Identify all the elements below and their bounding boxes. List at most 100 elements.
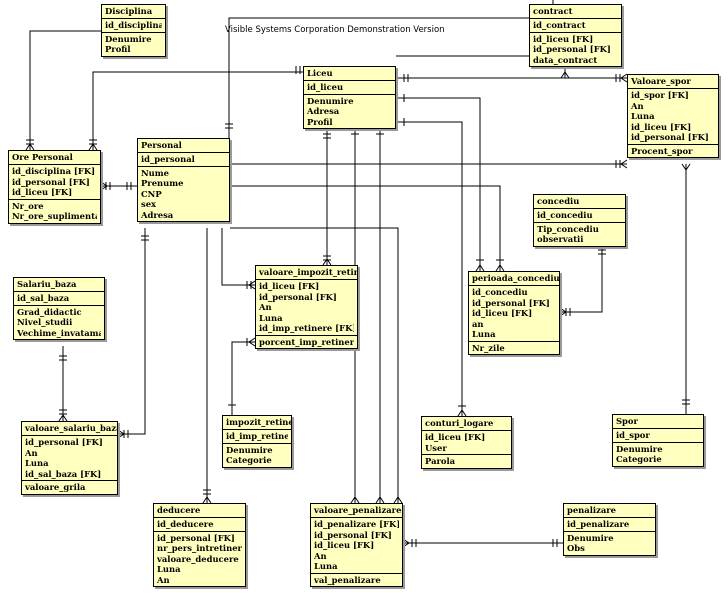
attribute-field: Adresa: [141, 209, 174, 220]
crows-foot-marker: [248, 280, 256, 290]
key-field: id_concediu: [537, 210, 593, 220]
relationship-line: [230, 185, 501, 271]
key-field: An: [259, 302, 272, 312]
attribute-field: Adresa: [307, 106, 340, 116]
crows-foot-marker: [560, 71, 570, 79]
attribute-field: An: [157, 574, 170, 585]
crows-foot-marker: [117, 429, 125, 439]
attribute-field: Procent_spor: [631, 145, 693, 156]
attribute-field: sex: [141, 199, 157, 209]
key-field: id_personal [FK]: [259, 291, 337, 302]
crows-foot-marker: [620, 159, 628, 169]
attribute-field: id_personal [FK]: [533, 44, 611, 54]
attribute-field: observatii: [537, 234, 584, 244]
key-field: id_contract: [533, 20, 586, 30]
entity-impozit-retinere[interactable]: impozit_retinereid_imp_retinereDenumireC…: [222, 415, 292, 468]
attribute-field: id_liceu [FK]: [533, 33, 594, 44]
entity-key-section: id_sal_baza: [14, 291, 104, 305]
relationship-line: [29, 30, 101, 150]
relationship-line: [560, 242, 603, 313]
entity-attribute-section: Nr_zile: [469, 340, 559, 355]
entity-title: Salariu_baza: [17, 279, 77, 289]
relationship-line: [230, 227, 399, 503]
key-field: id_liceu [FK]: [425, 432, 486, 442]
attribute-field: Prenume: [141, 178, 184, 188]
key-field: Luna: [472, 329, 496, 339]
key-field: An: [631, 100, 644, 111]
entity-title: conturi_logare: [425, 418, 494, 428]
attribute-field: Denumire: [616, 443, 663, 454]
entity-title: Ore Personal: [12, 152, 73, 162]
attribute-field: data_contract: [533, 54, 598, 65]
attribute-field: Categorie: [226, 455, 272, 465]
key-field: id_penalizare [FK]: [314, 519, 399, 529]
key-field: id_liceu: [307, 82, 344, 92]
attribute-field: porcent_imp_retinere: [259, 336, 354, 347]
entity-title: perioada_concediu: [472, 273, 559, 283]
entity-title: Liceu: [307, 68, 333, 78]
entity-title: Personal: [141, 140, 182, 150]
key-field: id_personal: [141, 154, 195, 164]
entity-valoare-impozit-retinere[interactable]: valoare_impozit_retinereid_liceu [FK]id_…: [255, 265, 358, 349]
key-field: An: [314, 550, 327, 561]
attribute-field: valoare_grila: [25, 482, 86, 492]
crows-foot-marker: [58, 414, 68, 422]
crows-foot-marker: [25, 143, 35, 151]
attribute-field: Luna: [157, 564, 181, 574]
key-field: User: [425, 442, 447, 453]
key-field: id_spor [FK]: [631, 90, 689, 100]
entity-key-section: id_concediu: [534, 208, 625, 222]
crows-foot-marker: [559, 307, 567, 317]
key-field: id_sal_baza: [17, 293, 70, 303]
attribute-field: valoare_deducere: [157, 553, 239, 564]
entity-key-section: id_liceu [FK]User: [422, 430, 511, 454]
entity-attribute-section: Procent_spor: [628, 143, 718, 158]
crows-foot-marker: [100, 181, 108, 191]
relationship-line: [396, 121, 463, 416]
attribute-field: Parola: [425, 456, 456, 466]
entity-title: deducere: [157, 505, 201, 515]
key-field: id_imp_retinere: [226, 431, 288, 441]
crows-foot-marker: [620, 73, 628, 83]
crows-foot-marker: [402, 538, 410, 548]
relationship-line: [228, 17, 529, 138]
attribute-field: Vechime_invatamant: [17, 327, 101, 338]
crows-foot-marker: [393, 496, 403, 504]
key-field: An: [25, 447, 38, 458]
entity-attribute-section: id_liceu [FK]id_personal [FK]data_contra…: [530, 31, 621, 67]
entity-title: valoare_salariu_baza: [25, 423, 117, 433]
attribute-field: Denumire: [567, 532, 614, 543]
entity-attribute-section: val_penalizare: [311, 572, 402, 587]
entity-title: Spor: [616, 416, 638, 426]
crows-foot-marker: [681, 163, 691, 171]
key-field: id_personal [FK]: [12, 176, 90, 187]
key-field: id_personal [FK]: [472, 297, 550, 308]
attribute-field: Obs: [567, 543, 585, 553]
relationship-line: [221, 228, 255, 286]
attribute-field: Denumire: [307, 95, 354, 106]
key-field: id_concediu: [472, 287, 528, 297]
key-field: id_personal [FK]: [314, 529, 392, 540]
